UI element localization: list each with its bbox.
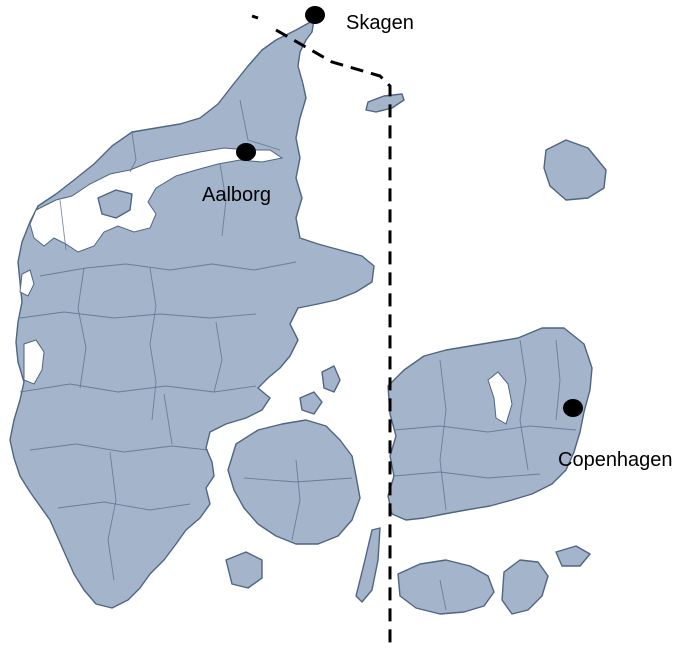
city-marker-skagen[interactable]: Skagen (305, 6, 414, 34)
mon-island (555, 545, 591, 567)
municipal-boundaries (19, 99, 577, 611)
bornholm-island (543, 139, 607, 201)
jutland-landmass (9, 19, 375, 609)
falster-island (501, 559, 549, 615)
limfjord-water (29, 147, 284, 253)
nissum-fjord-water (19, 269, 35, 297)
lolland-island (397, 559, 495, 615)
city-marker-icon (236, 143, 256, 161)
zealand-landmass (387, 327, 593, 521)
isefjord-water (487, 371, 513, 425)
samso-island (299, 391, 323, 415)
ringkobing-fjord-water (23, 339, 45, 385)
city-marker-copenhagen[interactable]: Copenhagen (558, 399, 673, 471)
city-label-skagen: Skagen (346, 12, 414, 34)
laeso-island (365, 93, 405, 113)
anholt-island (321, 365, 341, 393)
city-marker-icon (305, 6, 325, 24)
als-island (225, 551, 263, 589)
city-marker-icon (563, 399, 583, 417)
dashed-divider-line (251, 14, 392, 649)
city-marker-aalborg[interactable]: Aalborg (202, 143, 271, 206)
city-label-copenhagen: Copenhagen (558, 449, 673, 471)
langeland-island (355, 527, 381, 603)
city-label-aalborg: Aalborg (202, 184, 271, 206)
mors-island (97, 189, 133, 219)
